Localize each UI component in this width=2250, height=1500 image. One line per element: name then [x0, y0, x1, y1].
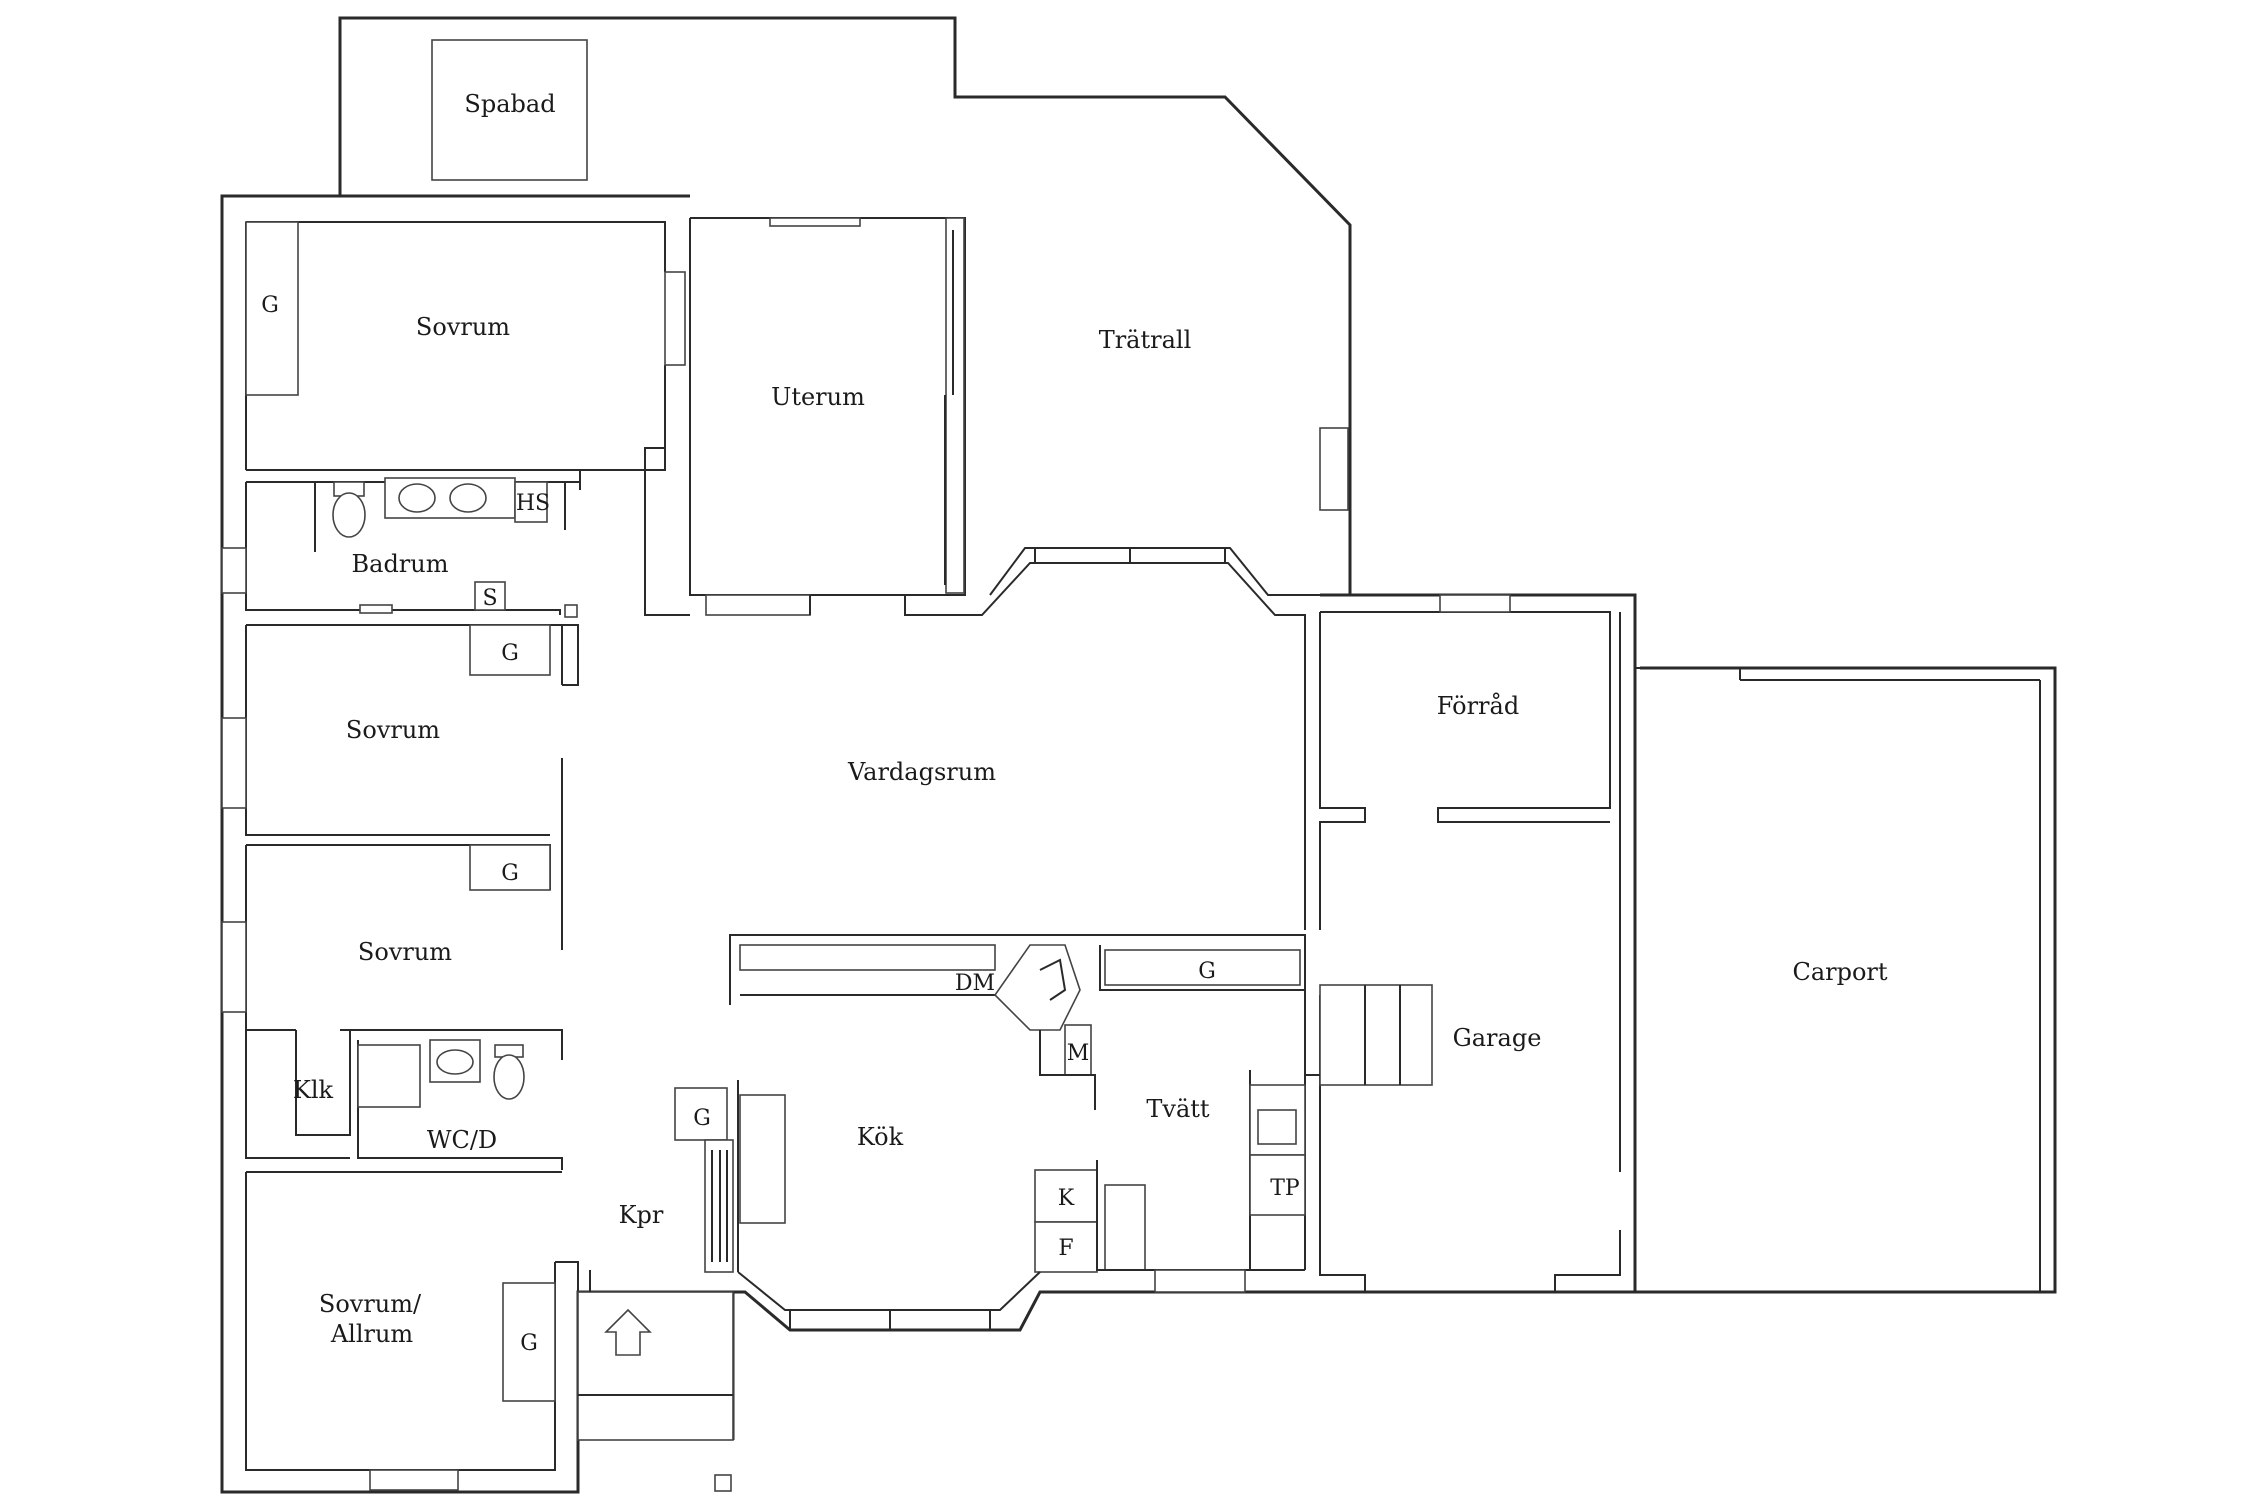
- s-box: [474, 581, 506, 611]
- label-vardagsrum: Vardagsrum: [847, 758, 996, 786]
- kitchen-bay: [737, 1271, 1041, 1330]
- label-g-allrum: G: [520, 1331, 538, 1356]
- label-sovrum-mid: Sovrum: [346, 716, 440, 744]
- label-dm: DM: [955, 971, 995, 996]
- house-exterior-wall: [220, 194, 2057, 1494]
- label-k: K: [1058, 1186, 1075, 1211]
- entrance: [577, 1270, 734, 1492]
- label-g-sovrum-lower: G: [501, 861, 519, 886]
- wardrobe-allrum: [502, 1282, 556, 1402]
- outdoor-lamp-icon: [714, 1474, 732, 1492]
- bathroom-walls: [221, 477, 580, 618]
- wardrobe-sovrum-lower: [469, 844, 551, 891]
- sink-icon: [436, 1049, 474, 1075]
- label-klk: Klk: [293, 1076, 334, 1104]
- label-tvatt: Tvätt: [1146, 1095, 1210, 1123]
- label-hs: HS: [516, 491, 550, 516]
- label-sovrum-lower: Sovrum: [358, 938, 452, 966]
- bedroom-mid-walls: [221, 624, 579, 836]
- kitchen-walls: [674, 934, 1320, 1293]
- label-forrad: Förråd: [1437, 691, 1519, 720]
- wardrobe-sovrum-top: [245, 221, 299, 396]
- kitchen-island: [739, 1094, 786, 1224]
- label-tratrall: Trätrall: [1099, 326, 1192, 354]
- label-kpr: Kpr: [619, 1201, 664, 1229]
- sink-icon: [449, 483, 487, 513]
- deck-outline: [338, 16, 1352, 595]
- label-uterum: Uterum: [771, 383, 865, 411]
- arrow-up-icon[interactable]: [604, 1308, 652, 1356]
- bedroom-lower-walls: [221, 758, 563, 1031]
- uterum-walls: [644, 217, 966, 616]
- label-garage: Garage: [1453, 1024, 1542, 1052]
- label-g-sovrum-top: G: [261, 293, 279, 318]
- garage-stairs: [1319, 984, 1433, 1086]
- shower-tray-icon: [357, 1044, 421, 1108]
- label-sovrum-allrum-1: Sovrum/: [319, 1290, 422, 1318]
- forrad-walls: [1319, 594, 1611, 930]
- hs-box: [514, 481, 548, 523]
- label-f: F: [1058, 1236, 1073, 1261]
- allrum-walls: [245, 1171, 579, 1491]
- label-tp: TP: [1270, 1176, 1300, 1201]
- tvatt-cabinet: [1104, 1184, 1146, 1271]
- sink-icon: [1257, 1109, 1297, 1145]
- klk-wcd-walls: [245, 1029, 563, 1170]
- toilet-icon: [332, 492, 366, 538]
- garage-walls: [1319, 984, 1433, 1292]
- tvatt-counter: [1104, 949, 1301, 986]
- label-g-tvatt: G: [1198, 959, 1216, 984]
- f-box: [1034, 1221, 1098, 1273]
- trall-window: [1319, 427, 1349, 511]
- label-kok: Kök: [857, 1123, 904, 1151]
- bay-window: [904, 547, 1320, 930]
- toilet-icon: [493, 1054, 525, 1100]
- counter-top: [739, 944, 996, 971]
- label-sovrum-top: Sovrum: [416, 313, 510, 341]
- label-sovrum-allrum-2: Allrum: [330, 1320, 414, 1348]
- label-g-sovrum-mid: G: [501, 641, 519, 666]
- label-s: S: [482, 586, 497, 611]
- wardrobe-sovrum-mid: [469, 624, 551, 676]
- label-carport: Carport: [1792, 958, 1887, 986]
- label-g-kok: G: [693, 1106, 711, 1131]
- spabad-area: [431, 39, 588, 181]
- sink-icon: [398, 483, 436, 513]
- wardrobe-kok: [674, 1087, 728, 1141]
- label-wcd: WC/D: [427, 1126, 497, 1154]
- fireplace-icon: [993, 944, 1081, 1031]
- bedroom-top-walls: [245, 221, 686, 490]
- label-spabad: Spabad: [464, 90, 555, 118]
- label-badrum: Badrum: [352, 550, 449, 578]
- floor-drain-icon: [359, 604, 393, 614]
- label-m: M: [1067, 1041, 1090, 1066]
- tp-box: [1249, 1154, 1306, 1216]
